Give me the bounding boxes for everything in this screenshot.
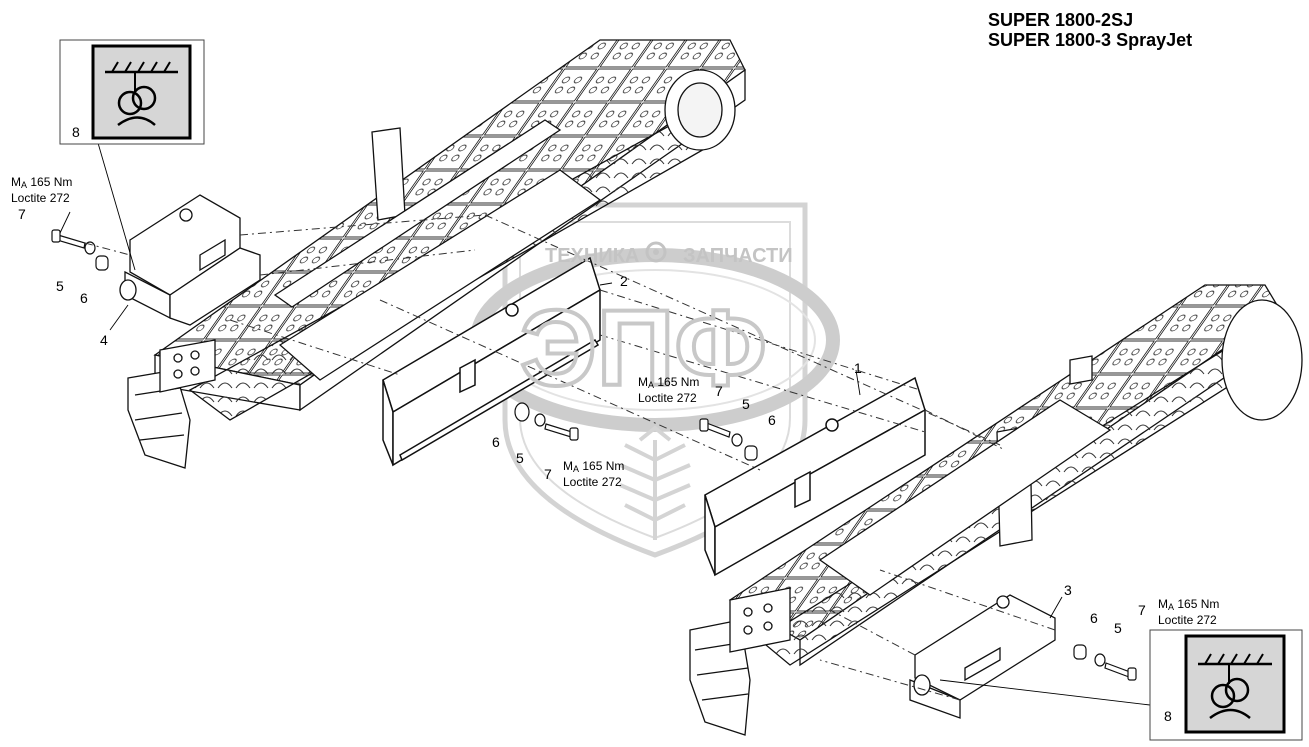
torque-note-middle: MA 165 Nm Loctite 272 — [563, 460, 624, 489]
torque-note-lower-right: MA 165 Nm Loctite 272 — [1158, 598, 1219, 627]
callout-5-middle: 5 — [516, 450, 524, 466]
callout-7-upper-left: 7 — [18, 206, 26, 222]
title-block: SUPER 1800-2SJ SUPER 1800-3 SprayJet — [988, 10, 1192, 50]
callout-5-middle-right: 5 — [742, 396, 750, 412]
callout-7-middle-right: 7 — [715, 383, 723, 399]
part-1-cover-plate — [704, 376, 926, 577]
leader-lines — [59, 142, 1151, 706]
callout-5-upper-left: 5 — [56, 278, 64, 294]
watermark-logo: ЭПФ — [520, 287, 767, 408]
title-line-1: SUPER 1800-2SJ — [988, 10, 1134, 30]
callout-6-lower-right: 6 — [1090, 610, 1098, 626]
torque-value: 165 Nm — [657, 375, 700, 389]
torque-adhesive: Loctite 272 — [11, 191, 70, 205]
fasteners — [51, 229, 1137, 681]
torque-prefix: M — [11, 175, 21, 189]
callout-5-lower-right: 5 — [1114, 620, 1122, 636]
assembly-lines — [84, 214, 1056, 701]
lifting-symbol-lower — [1149, 629, 1303, 741]
watermark-text-left: ТЕХНИКА — [545, 245, 639, 267]
track-upper-left — [127, 39, 746, 469]
callout-6-upper-left: 6 — [80, 290, 88, 306]
callout-7-middle: 7 — [544, 466, 552, 482]
torque-prefix: M — [563, 459, 573, 473]
torque-value: 165 Nm — [1177, 597, 1220, 611]
torque-sub: A — [21, 180, 28, 190]
callout-1: 1 — [854, 360, 862, 376]
title-line-2: SUPER 1800-3 SprayJet — [988, 30, 1193, 50]
part-3-bracket — [909, 594, 1056, 719]
torque-adhesive: Loctite 272 — [563, 475, 622, 489]
torque-prefix: M — [1158, 597, 1168, 611]
callout-8-lower: 8 — [1164, 708, 1172, 724]
torque-value: 165 Nm — [30, 175, 73, 189]
torque-sub: A — [573, 464, 580, 474]
torque-adhesive: Loctite 272 — [638, 391, 697, 405]
callout-6-middle-right: 6 — [768, 412, 776, 428]
torque-adhesive: Loctite 272 — [1158, 613, 1217, 627]
torque-sub: A — [1168, 602, 1175, 612]
torque-sub: A — [648, 380, 655, 390]
torque-prefix: M — [638, 375, 648, 389]
callout-3: 3 — [1064, 582, 1072, 598]
torque-note-upper-left: MA 165 Nm Loctite 272 — [11, 176, 72, 205]
torque-value: 165 Nm — [582, 459, 625, 473]
callout-8-upper: 8 — [72, 124, 80, 140]
callout-2: 2 — [620, 273, 628, 289]
watermark-text-right: ЗАПЧАСТИ — [683, 245, 793, 267]
part-2-cover-plate — [382, 256, 601, 467]
callout-4: 4 — [100, 332, 108, 348]
callout-7-lower-right: 7 — [1138, 602, 1146, 618]
lifting-symbol-upper — [59, 39, 205, 145]
torque-note-center: MA 165 Nm Loctite 272 — [638, 376, 699, 405]
track-lower-right — [689, 284, 1303, 736]
callout-6-middle: 6 — [492, 434, 500, 450]
part-4-bracket — [119, 194, 261, 326]
